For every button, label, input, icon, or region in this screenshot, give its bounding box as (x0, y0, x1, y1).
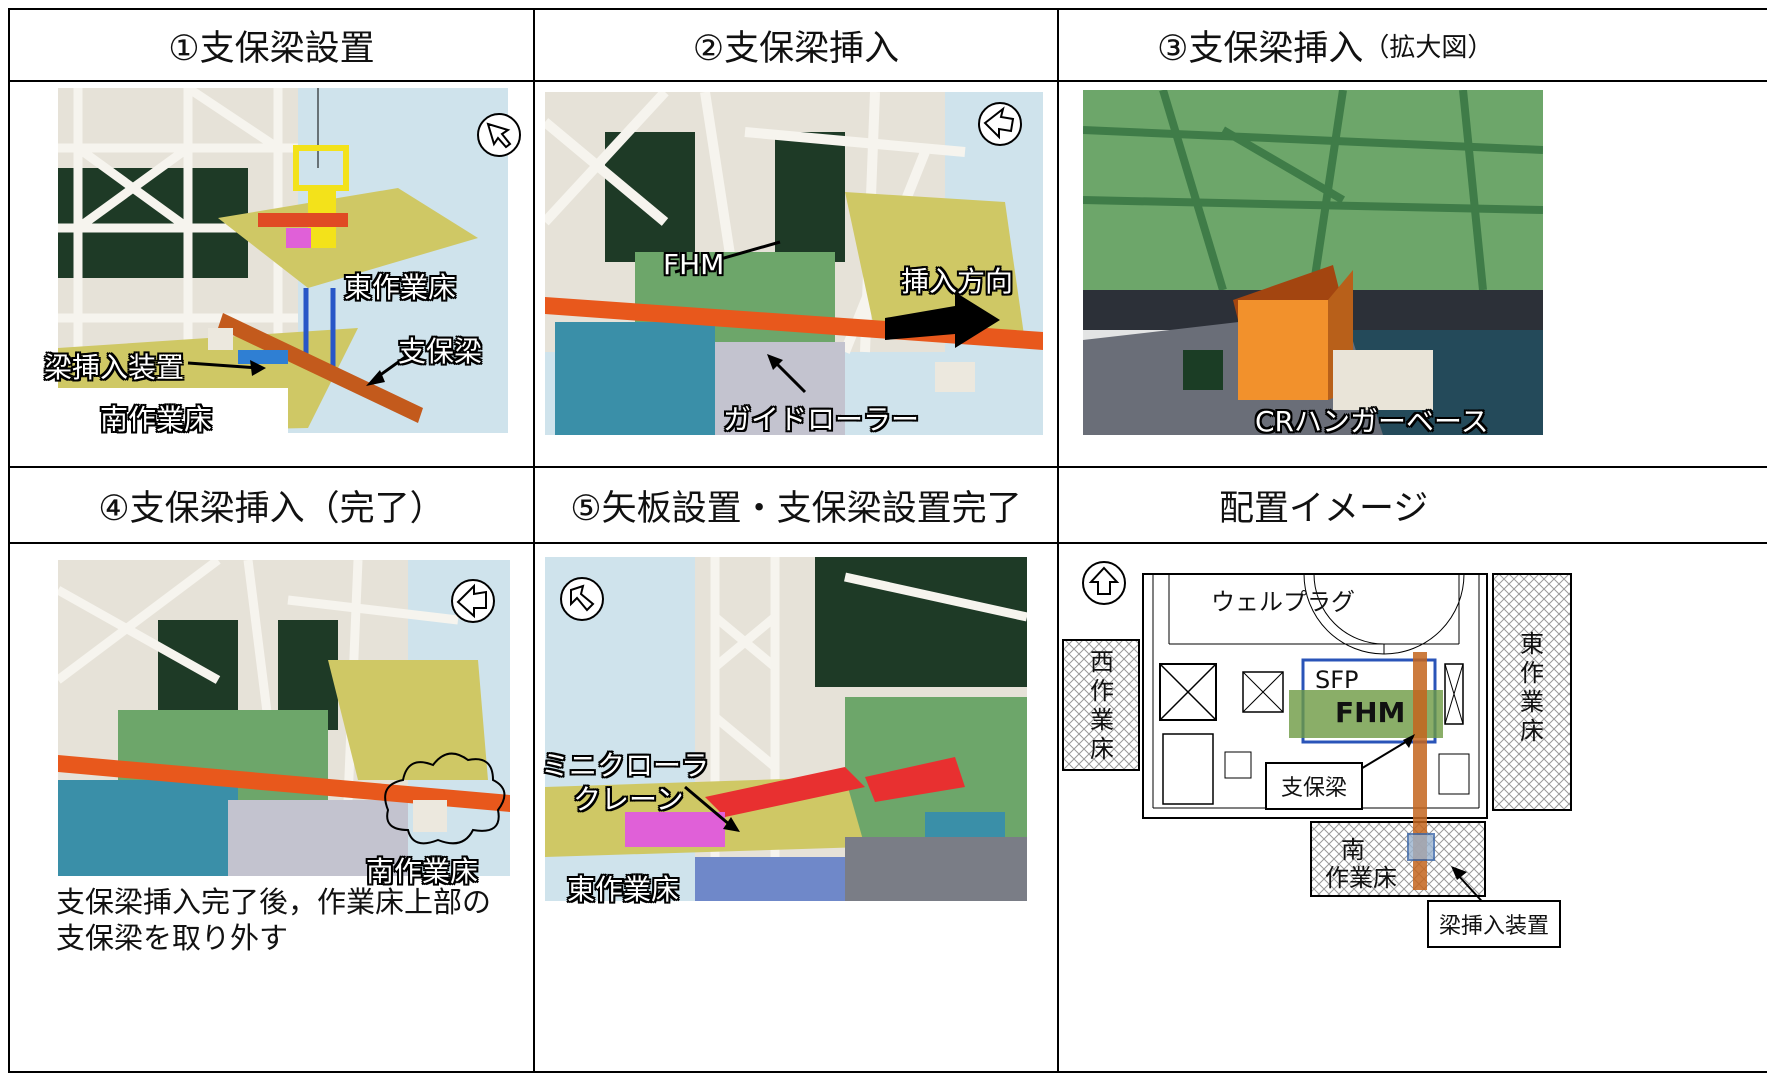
header-panel-4: ④支保梁挿入（完了） (8, 466, 535, 544)
header-4-text: ④支保梁挿入（完了） (98, 488, 445, 529)
header-panel-3: ③支保梁挿入（拡大図） (1057, 8, 1767, 82)
label-support-beam: 支保梁 (1265, 762, 1364, 810)
label-sfp: SFP (1315, 666, 1359, 694)
west-floor-char: 業 (1090, 706, 1114, 734)
compass-icon (978, 102, 1022, 146)
compass-icon (560, 577, 604, 621)
label-fhm: FHM (1335, 696, 1406, 729)
label-guide-roller: ガイドローラー (723, 403, 920, 436)
west-floor-char: 西 (1090, 648, 1114, 676)
east-floor-char: 業 (1520, 688, 1544, 716)
label-cr-hanger-base: CRハンガーベース (1255, 405, 1489, 438)
label-east-floor: 東作業床 (344, 271, 457, 304)
east-floor-char: 作 (1520, 659, 1544, 687)
panel-6: ウェルプラグ 西 作 業 床 東 作 業 床 SFP FHM 支保梁 南 作業床… (1057, 542, 1767, 1073)
east-floor-char: 東 (1520, 630, 1544, 658)
label-south-floor-2: 作業床 (1325, 864, 1397, 892)
label-south-floor: 南作業床 (100, 403, 213, 436)
label-well-plug: ウェルプラグ (1211, 588, 1355, 616)
panel-2: FHM 挿入方向 ガイドローラー (533, 80, 1059, 468)
panel-3: CRハンガーベース (1057, 80, 1767, 468)
panel-1: 東作業床 梁挿入装置 支保梁 南作業床 (8, 80, 535, 468)
label-crawler-line-1: ミニクローラ (541, 749, 710, 782)
panel-5-scene (545, 557, 1027, 901)
header-3-text: ③支保梁挿入 (1157, 28, 1364, 69)
layout-plan (1062, 573, 1572, 921)
compass-icon (477, 113, 521, 157)
west-floor-char: 床 (1090, 735, 1114, 763)
label-west-floor: 西 作 業 床 (1087, 648, 1117, 764)
header-5-text: ⑤矢板設置・支保梁設置完了 (570, 488, 1022, 529)
label-crawler-line-2: クレーン (573, 783, 684, 816)
label-fhm: FHM (663, 248, 725, 281)
compass-icon (451, 579, 495, 623)
label-beam-inserter: 梁挿入装置 (44, 351, 185, 384)
header-panel-5: ⑤矢板設置・支保梁設置完了 (533, 466, 1059, 544)
west-floor-char: 作 (1090, 677, 1114, 705)
header-3-subtext: （拡大図） (1363, 32, 1494, 63)
panel-3-scene (1083, 90, 1543, 435)
north-compass-icon (1082, 561, 1126, 605)
note-line-2: 支保梁を取り外す (56, 921, 289, 955)
label-east-floor: 東作業床 (567, 873, 680, 906)
panel-2-scene (545, 92, 1043, 435)
label-south-floor-1: 南 (1341, 836, 1365, 864)
header-6-text: 配置イメージ (1219, 488, 1429, 529)
panel-1-scene (58, 88, 508, 433)
header-1-text: ①支保梁設置 (168, 28, 375, 69)
label-south-floor: 南作業床 (366, 855, 479, 888)
note-line-1: 支保梁挿入完了後，作業床上部の (56, 885, 492, 919)
label-beam-inserter: 梁挿入装置 (1427, 900, 1562, 948)
label-support-beam: 支保梁 (398, 335, 483, 368)
panel-4: 南作業床 支保梁挿入完了後，作業床上部の 支保梁を取り外す (8, 542, 535, 1073)
east-floor-char: 床 (1520, 717, 1544, 745)
header-2-text: ②支保梁挿入 (692, 28, 900, 69)
header-panel-1: ①支保梁設置 (8, 8, 535, 82)
panel-5: ミニクローラ クレーン 東作業床 (533, 542, 1059, 1073)
header-panel-6: 配置イメージ (1057, 466, 1767, 544)
label-insert-direction: 挿入方向 (901, 265, 1014, 298)
header-panel-2: ②支保梁挿入 (533, 8, 1059, 82)
label-east-floor: 東 作 業 床 (1517, 630, 1547, 746)
panel-4-scene (58, 560, 510, 876)
